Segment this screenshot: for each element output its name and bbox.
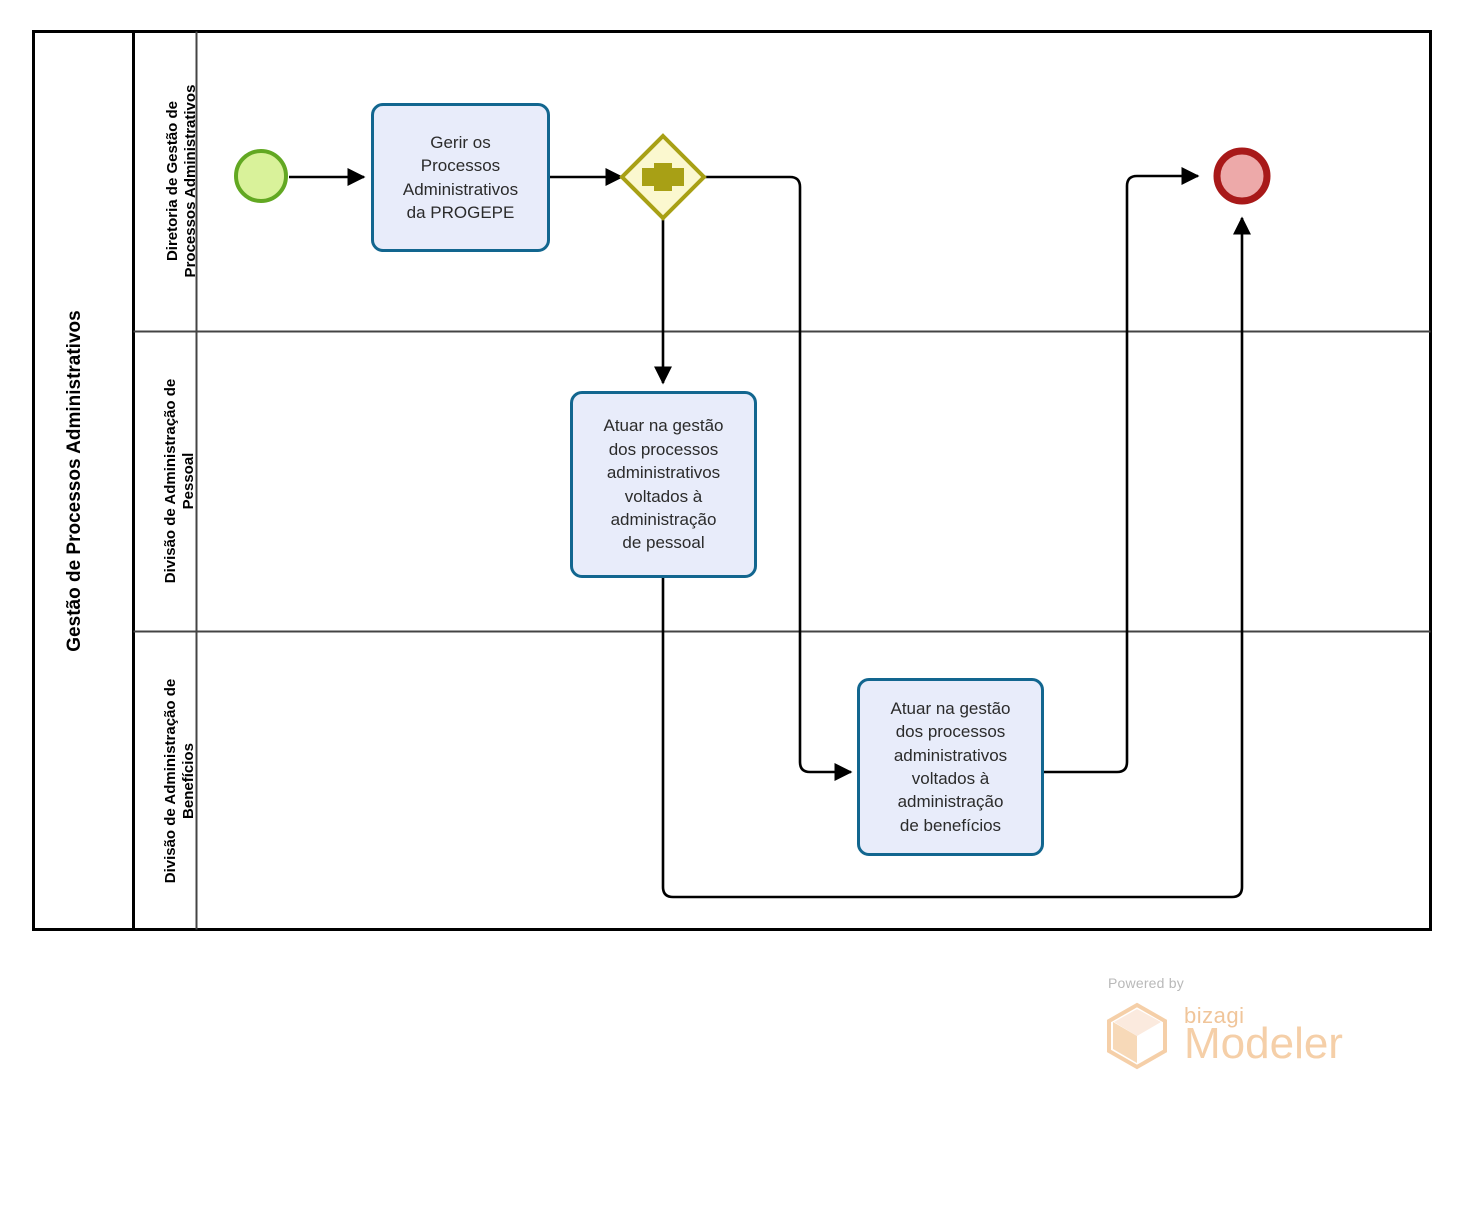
bizagi-wordmark: bizagi [1184, 1003, 1245, 1028]
pool-label: Gestão de Processos Administrativos [42, 41, 108, 921]
lane-label-diretoria: Diretoria de Gestão de Processos Adminis… [151, 32, 213, 330]
task-gerir-processos-label: Gerir os Processos Administrativos da PR… [402, 132, 519, 222]
lane-label-3-text: Divisão de Administração de Benefícios [162, 678, 197, 884]
pool-frame [32, 30, 1432, 931]
lane-label-beneficios: Divisão de Administração de Benefícios [149, 632, 211, 930]
task-gestao-pessoal-label: Atuar na gestão dos processos administra… [603, 416, 724, 553]
lane-label-pessoal: Divisão de Administração de Pessoal [149, 332, 211, 630]
flow-beneficios-to-end [1041, 166, 1200, 774]
bizagi-hexagon-icon [1107, 1002, 1167, 1070]
end-event[interactable] [1213, 147, 1271, 205]
parallel-gateway[interactable] [619, 133, 707, 221]
lane-label-2-text: Divisão de Administração de Pessoal [162, 378, 197, 584]
task-gerir-processos[interactable]: Gerir os Processos Administrativos da PR… [371, 103, 550, 252]
task-gestao-beneficios[interactable]: Atuar na gestão dos processos administra… [857, 678, 1044, 856]
task-gestao-pessoal[interactable]: Atuar na gestão dos processos administra… [570, 391, 757, 578]
start-event[interactable] [234, 149, 288, 203]
task-gestao-beneficios-label: Atuar na gestão dos processos administra… [890, 698, 1011, 835]
modeler-wordmark: Modeler [1184, 1019, 1343, 1068]
plus-icon [642, 163, 684, 191]
pool-label-text: Gestão de Processos Administrativos [63, 310, 85, 652]
flow-pessoal-to-end [661, 216, 1252, 899]
flow-gateway-to-beneficios [703, 175, 853, 782]
bizagi-modeler-logo: Powered by bizagi Modeler [1104, 975, 1364, 1071]
powered-by-text: Powered by [1108, 975, 1184, 991]
lane-label-1-text: Diretoria de Gestão de Processos Adminis… [164, 84, 199, 278]
